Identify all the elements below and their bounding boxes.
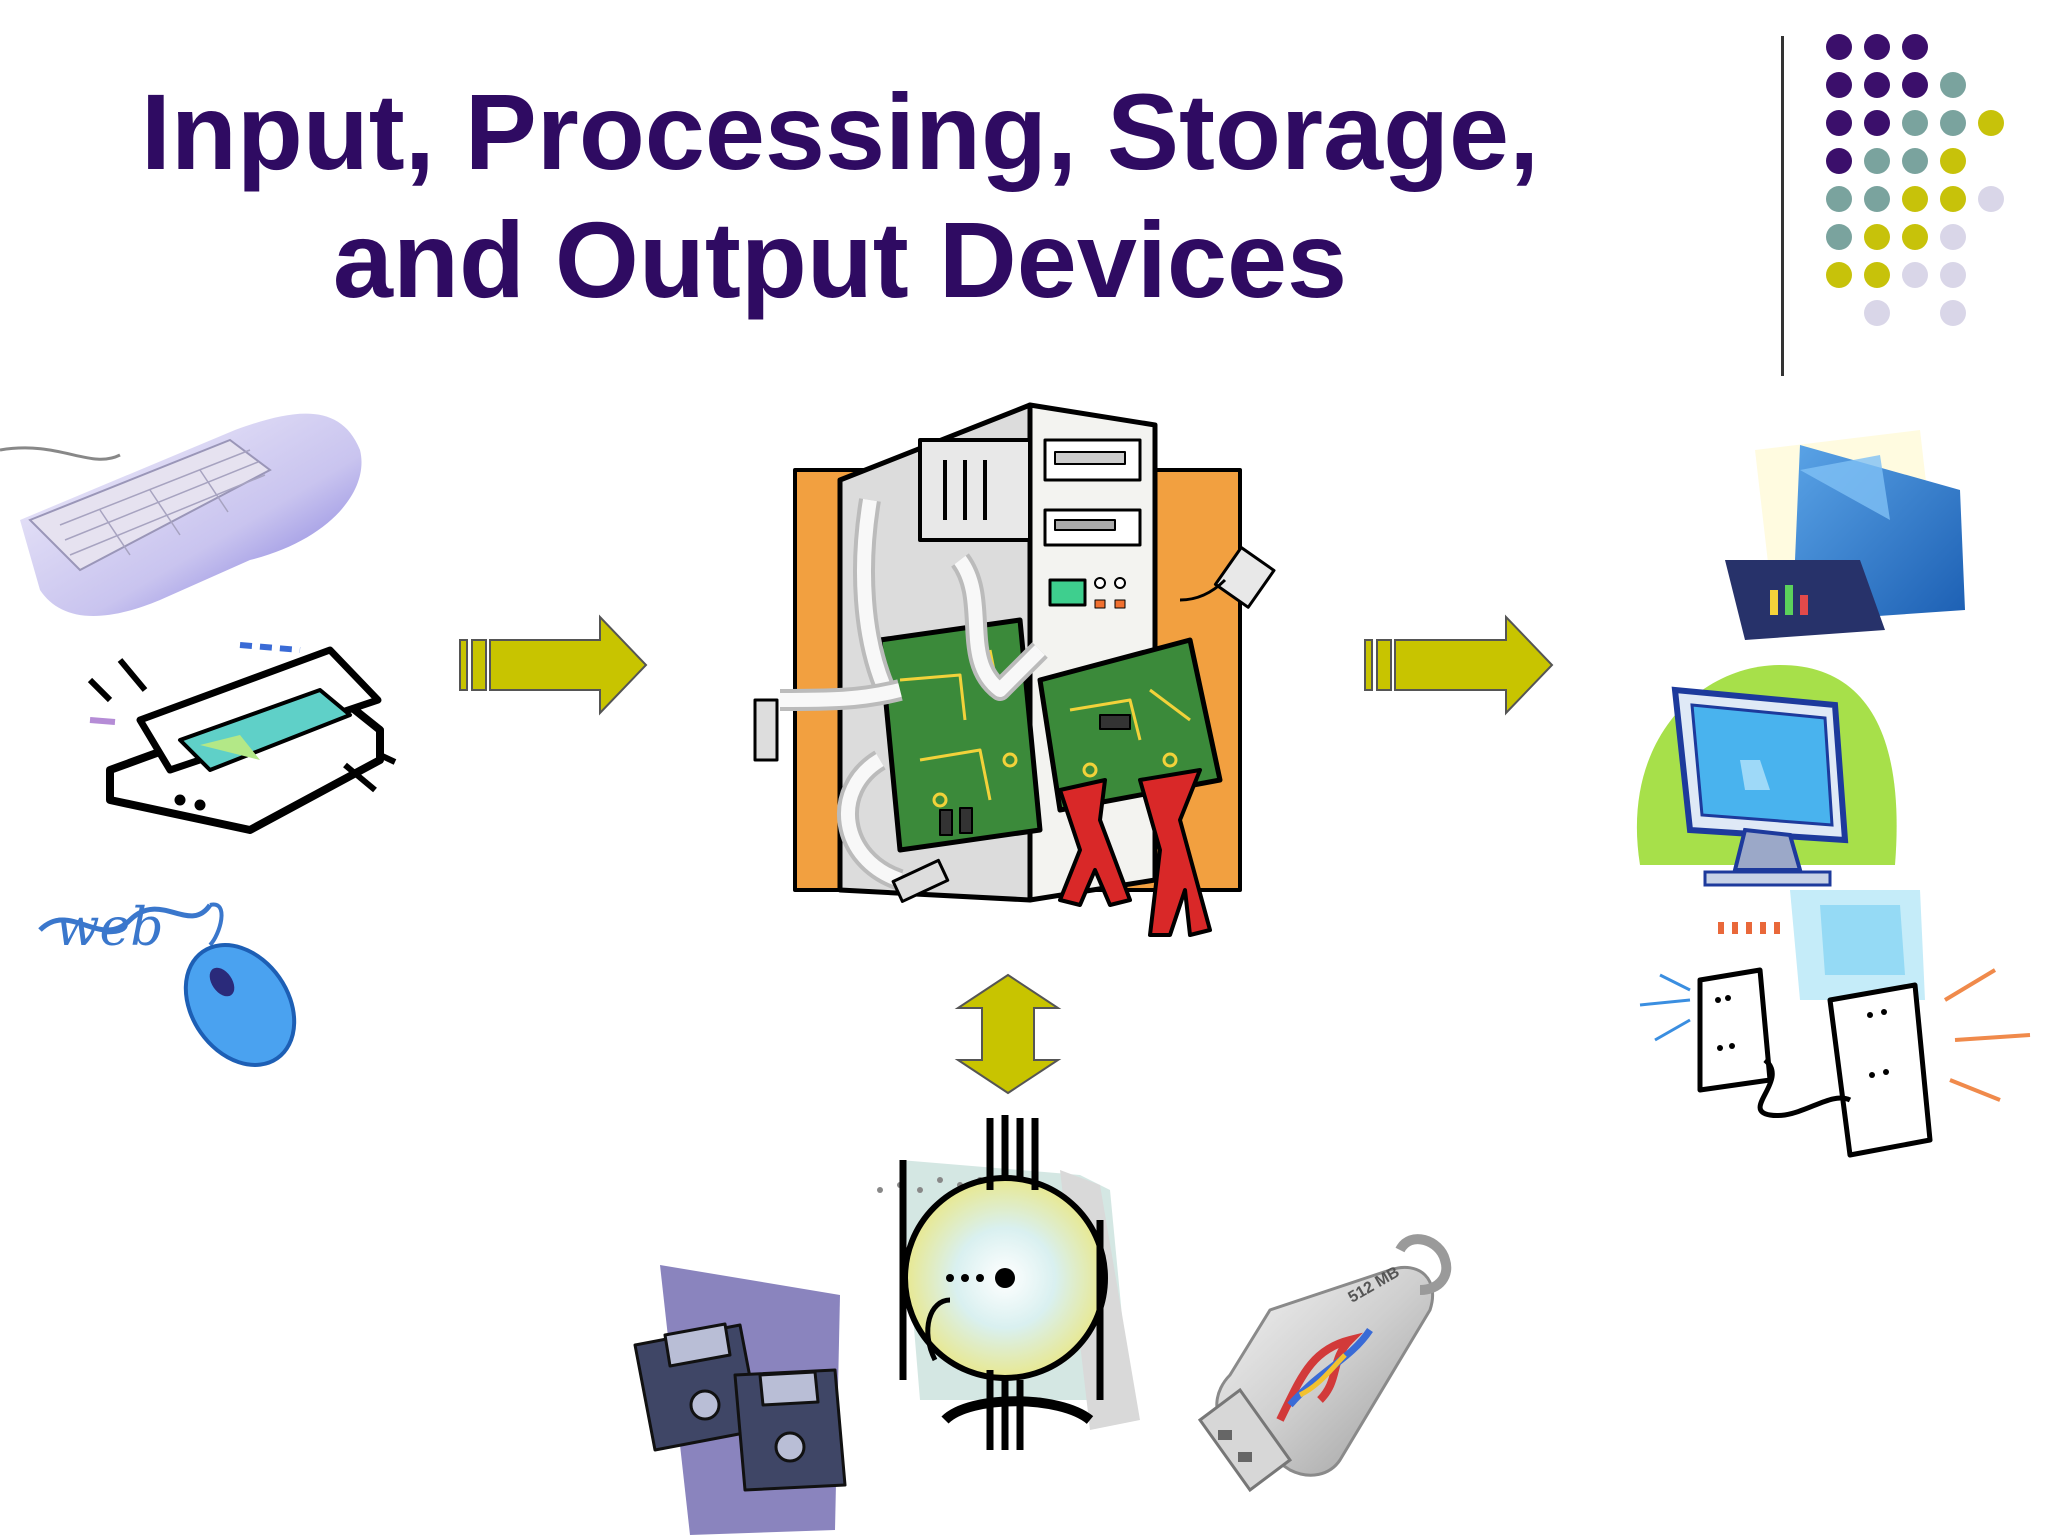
divider-line (1781, 36, 1784, 376)
decorative-dot (1864, 300, 1890, 326)
slide-title: Input, Processing, Storage, and Output D… (60, 68, 1620, 324)
decorative-dot (1864, 262, 1890, 288)
arrow-processing-to-output (1364, 614, 1554, 716)
arrow-processing-storage (954, 973, 1062, 1095)
decorative-dot (1978, 186, 2004, 212)
decorative-dot (1864, 186, 1890, 212)
cd-disc-icon (877, 1115, 1140, 1450)
printer-icon (1725, 430, 1965, 640)
mouse-icon: web (38, 898, 297, 1067)
decorative-dot (1902, 72, 1928, 98)
decorative-dot (1940, 224, 1966, 250)
computer-tower-icon (753, 402, 1276, 937)
decorative-dot (1826, 186, 1852, 212)
decorative-dot (1940, 148, 1966, 174)
decorative-dot (1826, 148, 1852, 174)
scanner-icon (87, 642, 397, 834)
decorative-dot (1940, 72, 1966, 98)
decorative-dot (1826, 224, 1852, 250)
decorative-dot (1902, 110, 1928, 136)
keyboard-icon (0, 413, 362, 617)
decorative-dot (1826, 72, 1852, 98)
usb-flash-drive-icon: 512 MB (1197, 1234, 1452, 1493)
decorative-dot (1864, 224, 1890, 250)
arrow-input-to-processing (459, 614, 648, 716)
decorative-dot (1978, 110, 2004, 136)
decorative-dot (1864, 72, 1890, 98)
decorative-dot (1826, 110, 1852, 136)
decorative-dot (1902, 186, 1928, 212)
decorative-dot (1940, 262, 1966, 288)
decorative-dot (1902, 262, 1928, 288)
decorative-dot (1940, 186, 1966, 212)
decorative-dot (1864, 34, 1890, 60)
decorative-dot (1864, 148, 1890, 174)
mouse-cable-text: web (55, 898, 164, 958)
title-line-1: Input, Processing, Storage, (140, 71, 1540, 192)
decorative-dot (1826, 34, 1852, 60)
decorative-dot (1940, 300, 1966, 326)
decorative-dot (1826, 262, 1852, 288)
decorative-dot (1902, 34, 1928, 60)
speakers-icon (1639, 890, 2031, 1158)
decorative-dot (1940, 110, 1966, 136)
monitor-icon (1636, 665, 1897, 887)
decorative-dot (1864, 110, 1890, 136)
title-line-2: and Output Devices (332, 199, 1348, 320)
decorative-dot (1902, 224, 1928, 250)
decorative-dot (1902, 148, 1928, 174)
floppy-disks-icon (633, 1265, 847, 1535)
